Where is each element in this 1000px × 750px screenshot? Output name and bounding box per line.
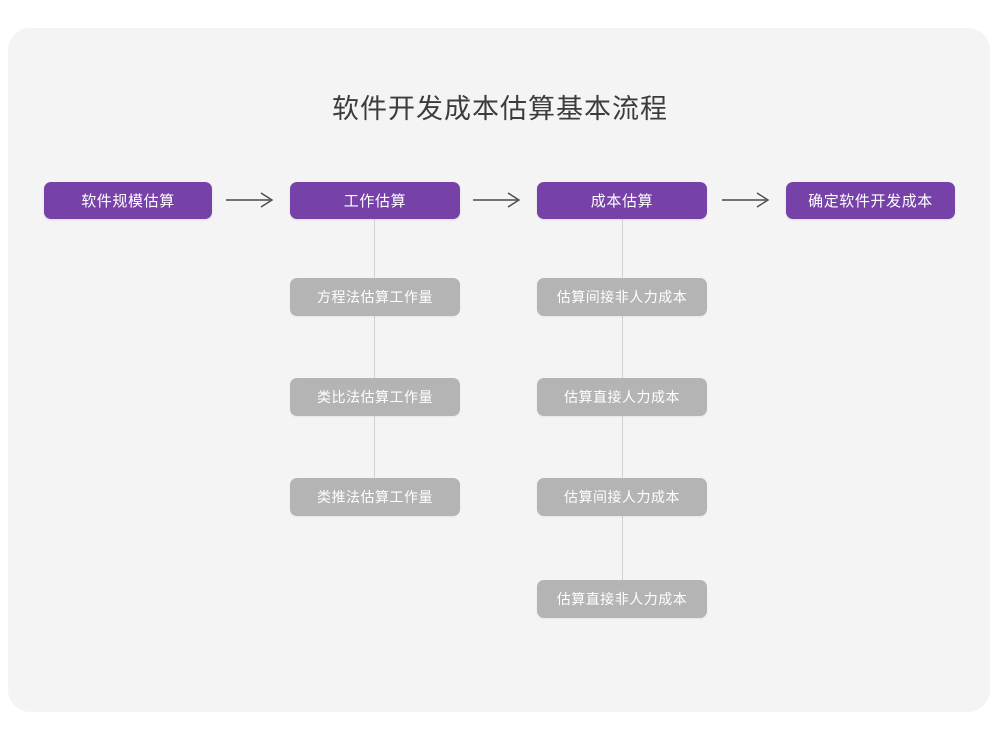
- diagram-card-background: [8, 28, 990, 712]
- page-title: 软件开发成本估算基本流程: [332, 94, 668, 124]
- flow-step-cost-estimation[interactable]: 成本估算: [537, 182, 707, 219]
- flow-step-effort-estimation[interactable]: 工作估算: [290, 182, 460, 219]
- sub-node-work-analogy-method[interactable]: 类比法估算工作量: [290, 378, 460, 416]
- sub-node-cost-indirect-nonlabor[interactable]: 估算间接非人力成本: [537, 278, 707, 316]
- sub-node-cost-direct-nonlabor[interactable]: 估算直接非人力成本: [537, 580, 707, 618]
- sub-node-cost-indirect-labor[interactable]: 估算间接人力成本: [537, 478, 707, 516]
- arrow-right-icon-1: [226, 192, 274, 208]
- flow-step-determine-development-cost[interactable]: 确定软件开发成本: [786, 182, 955, 219]
- connector-line-work: [374, 219, 375, 478]
- sub-node-work-inference-method[interactable]: 类推法估算工作量: [290, 478, 460, 516]
- arrow-right-icon-3: [722, 192, 770, 208]
- arrow-right-icon-2: [473, 192, 521, 208]
- flow-step-software-size-estimation[interactable]: 软件规模估算: [44, 182, 212, 219]
- sub-node-cost-direct-labor[interactable]: 估算直接人力成本: [537, 378, 707, 416]
- sub-node-work-equation-method[interactable]: 方程法估算工作量: [290, 278, 460, 316]
